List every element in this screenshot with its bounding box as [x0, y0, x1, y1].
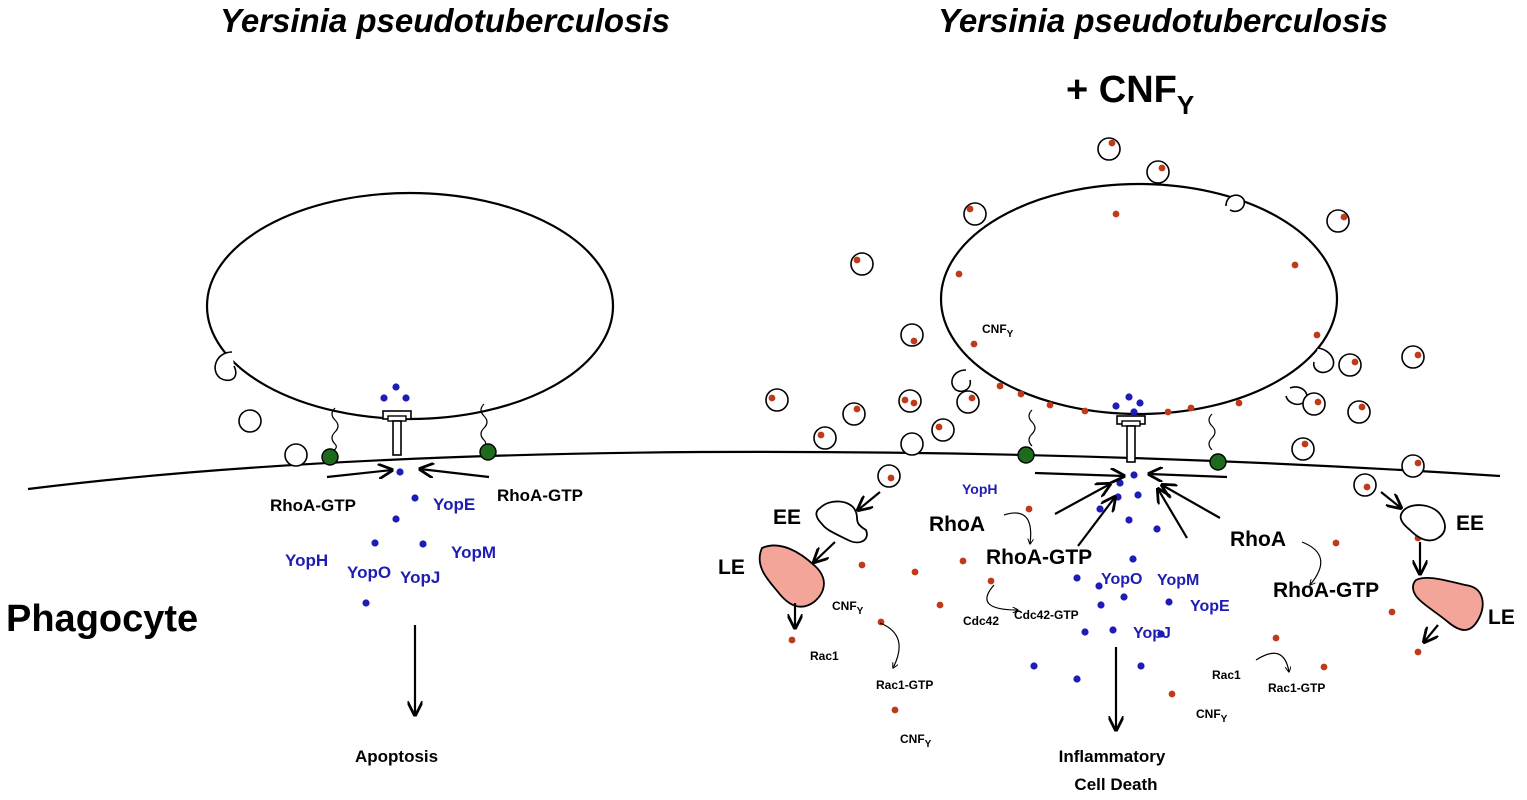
left-bacterium — [205, 191, 615, 421]
cnf-vesicle — [842, 402, 866, 426]
cnf-vesicle — [900, 432, 924, 456]
left-vesicles — [238, 409, 308, 467]
left-yop-dots — [362, 383, 427, 607]
early-endosome-right — [1399, 504, 1446, 542]
rac1-label-right: Rac1 — [1212, 668, 1241, 682]
right-yopm: YopM — [1157, 572, 1199, 589]
arrow-rac1-activation-right — [1255, 652, 1289, 672]
right-title: Yersinia pseudotuberculosis — [938, 2, 1388, 39]
rhoa-label-left: RhoA — [929, 513, 985, 536]
cnf-vesicle — [1401, 454, 1425, 478]
left-title: Yersinia pseudotuberculosis — [220, 2, 670, 39]
cnf-vesicle — [1347, 400, 1371, 424]
cnf-label-bacterium: CNFY — [982, 322, 1014, 340]
arrow-le-release-right — [1424, 624, 1439, 642]
left-outcome: Apoptosis — [355, 747, 438, 766]
rac1-gtp-label-right: Rac1-GTP — [1268, 681, 1325, 695]
right-cnf-dots — [788, 210, 1440, 714]
cnf-vesicle — [1146, 160, 1170, 184]
right-yopj: YopJ — [1133, 625, 1171, 642]
arrow-rhoa-activation-left — [1003, 512, 1031, 544]
cnf-vesicle — [1353, 473, 1377, 497]
cnf-vesicle — [813, 426, 837, 450]
right-type3-secretion-system — [1116, 415, 1146, 463]
late-endosome-right — [1412, 576, 1484, 631]
cnf-label-cytoplasm-2: CNFY — [1196, 707, 1228, 725]
outer-membrane-vesicle-budding — [214, 351, 237, 382]
arrow-cnf-2 — [1149, 474, 1228, 477]
arrow-rac1-activation-left — [879, 622, 900, 668]
right-adhesin-right — [1208, 413, 1227, 471]
cnf-vesicle — [963, 202, 987, 226]
right-yoph: YopH — [962, 481, 998, 497]
left-rhoa-gtp-1: RhoA-GTP — [270, 496, 356, 515]
arrow-rhoa-right-2 — [1162, 485, 1221, 519]
left-rhoa-gtp-2: RhoA-GTP — [497, 486, 583, 505]
right-yope: YopE — [1190, 598, 1230, 615]
arrow-endocytosis-left — [858, 491, 881, 510]
arrow-rhoa-right — [420, 469, 490, 477]
arrow-rhoa-gtp-center-1 — [1054, 484, 1110, 515]
cnf-vesicle — [850, 252, 874, 276]
left-yopj: YopJ — [400, 568, 440, 587]
arrow-rhoa-activation-right — [1301, 541, 1322, 585]
rac1-label-left: Rac1 — [810, 649, 839, 663]
rhoa-label-right: RhoA — [1230, 528, 1286, 551]
rhoa-gtp-label-center: RhoA-GTP — [986, 546, 1092, 569]
arrow-endocytosis-right — [1380, 491, 1401, 508]
late-endosome-left — [758, 544, 825, 608]
rac1-gtp-label-left: Rac1-GTP — [876, 678, 933, 692]
cnf-vesicle — [931, 418, 955, 442]
cnf-vesicle — [1401, 345, 1425, 369]
right-adhesin-left — [1017, 409, 1036, 464]
cdc42-label: Cdc42 — [963, 614, 999, 628]
phagocyte-label: Phagocyte — [6, 598, 198, 640]
cnf-vesicle — [898, 389, 922, 413]
cdc42-gtp-label: Cdc42-GTP — [1014, 608, 1079, 622]
left-yopm: YopM — [451, 543, 496, 562]
outcome-line-2: Cell Death — [1074, 775, 1157, 794]
cnf-vesicle — [1302, 392, 1326, 416]
outer-membrane-vesicle — [284, 443, 308, 467]
cnf-vesicle — [1097, 137, 1121, 161]
cnf-vesicle — [877, 464, 901, 488]
cnf-label-cytoplasm-1: CNFY — [832, 599, 864, 617]
cnf-vesicle — [1326, 209, 1350, 233]
left-adhesin-left — [321, 407, 339, 466]
arrow-rhoa-gtp-center-2 — [1077, 497, 1115, 547]
outcome-line-1: Inflammatory — [1059, 747, 1166, 766]
arrow-rhoa-left — [326, 470, 392, 477]
cnf-vesicle — [956, 390, 980, 414]
right-bacterium — [939, 182, 1339, 416]
outer-membrane-vesicle — [238, 409, 262, 433]
plus-cnf-label: + CNFY — [1066, 69, 1194, 120]
arrow-ee-to-le-left — [814, 541, 836, 562]
ee-label-left: EE — [773, 506, 801, 529]
cnf-vesicle — [1291, 437, 1315, 461]
rhoa-gtp-label-right: RhoA-GTP — [1273, 579, 1379, 602]
le-label-right: LE — [1488, 606, 1515, 629]
left-yope: YopE — [433, 495, 475, 514]
left-type3-secretion-system — [382, 410, 412, 456]
le-label-left: LE — [718, 556, 745, 579]
cnf-vesicle — [900, 323, 924, 347]
right-cnf-vesicles — [765, 137, 1425, 497]
early-endosome-left — [815, 500, 868, 544]
arrow-cnf-1 — [1034, 473, 1124, 476]
phagocyte-membrane — [27, 450, 1501, 491]
cnf-vesicle — [1338, 353, 1362, 377]
ee-label-right: EE — [1456, 512, 1484, 535]
left-adhesin-right — [479, 403, 497, 461]
right-yopo: YopO — [1101, 571, 1142, 588]
arrow-cdc42-activation — [986, 584, 1018, 610]
left-yoph: YopH — [285, 551, 328, 570]
left-yopo: YopO — [347, 563, 391, 582]
cnf-vesicle — [765, 388, 789, 412]
cnf-label-cytoplasm-3: CNFY — [900, 732, 932, 750]
